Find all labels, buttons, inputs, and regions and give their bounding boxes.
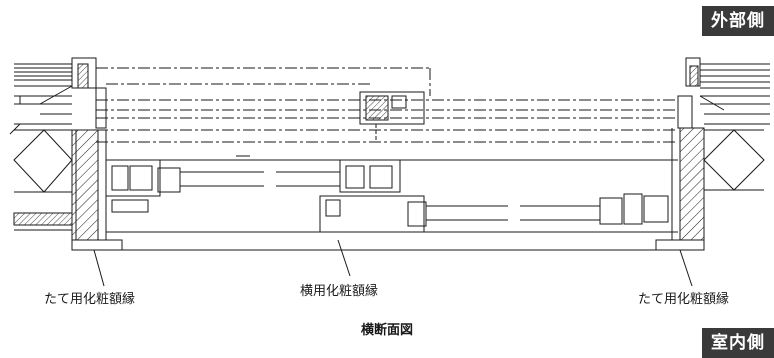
right-inner-sash [520,193,678,233]
exterior-side-badge: 外部側 [702,6,774,36]
interior-side-badge: 室内側 [702,328,774,358]
center-meeting-rail [359,91,425,140]
drawing-caption: 横断面図 [360,323,413,338]
right-vertical-trim [655,57,705,251]
right-exterior-wall [699,63,770,191]
label-left-vertical-trim: たて用化粧額縁 [44,292,136,307]
left-exterior-wall [9,63,73,231]
label-right-vertical-trim: たて用化粧額縁 [638,292,730,307]
center-sash [276,159,508,233]
label-horizontal-trim: 横用化粧額縁 [300,284,379,299]
leader-lines [93,239,693,287]
left-vertical-trim [71,57,123,251]
left-inner-sash [106,159,264,213]
